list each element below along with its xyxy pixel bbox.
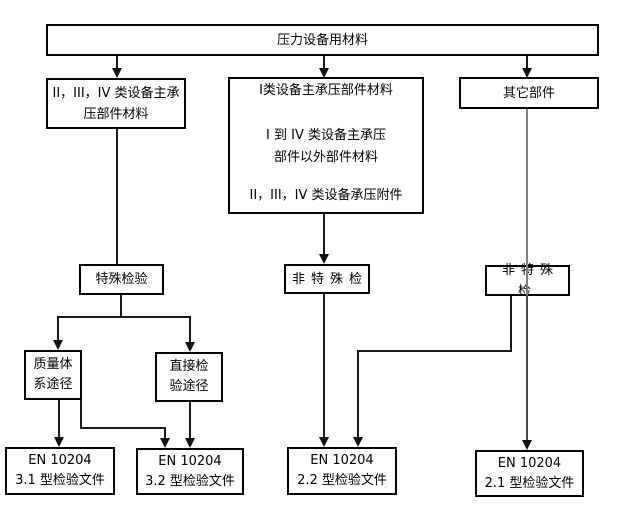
node-left-branch-line1: II，III，IV 类设备主承 [52,85,180,101]
node-en-31-line1: EN 10204 [28,453,92,468]
node-special-inspection: 特殊检验 [79,264,164,295]
connector-quality-en32-bar [80,427,166,429]
node-en-21: EN 10204 2.1 型检验文件 [475,450,584,497]
node-en-32-line2: 3.2 型检验文件 [145,473,235,489]
node-other-parts-label: 其它部件 [502,85,555,101]
node-mid-branch-line1: I类设备主承压部件材料 [259,83,393,98]
connector-left-special [116,129,118,264]
node-en-22-line1: EN 10204 [310,453,374,468]
node-quality-route-line2: 系途径 [33,377,73,392]
node-non-special-mid: 非特殊检 [284,264,370,294]
connector-special-direct-stem [189,316,191,342]
connector-en22-left-arrowhead-icon [319,437,329,447]
node-mid-branch-line3: 部件以外部件材料 [273,150,378,165]
connector-nonspecialright-en22-stem [357,350,359,437]
node-en-31: EN 10204 3.1 型检验文件 [5,447,115,495]
connector-quality-arrowhead-icon [53,340,63,350]
connector-root-other-stem [526,56,528,68]
node-en-21-line2: 2.1 型检验文件 [484,475,575,491]
node-quality-route-line1: 质量体 [33,357,73,372]
node-other-parts: 其它部件 [459,77,599,109]
connector-root-left-arrowhead-icon [112,68,122,78]
connector-quality-en32-stem [164,427,166,438]
connector-en32-left-arrowhead-icon [160,438,170,448]
node-root: 压力设备用材料 [46,24,599,56]
node-mid-branch: I类设备主承压部件材料 I 到 IV 类设备主承压 部件以外部件材料 II，II… [228,77,424,214]
node-direct-route: 直接检 验途径 [155,352,223,402]
node-en-22: EN 10204 2.2 型检验文件 [287,447,397,495]
connector-quality-en32-drop [80,400,82,429]
node-quality-route: 质量体 系途径 [24,350,82,400]
connector-mid-nonspecial-stem [323,214,325,254]
node-mid-branch-line2: I 到 IV 类设备主承压 [266,128,386,143]
connector-root-mid-arrowhead-icon [319,68,329,78]
node-non-special-mid-label: 非特殊检 [292,271,369,287]
node-en-31-line2: 3.1 型检验文件 [15,473,105,488]
connector-nonspecialright-en22-bar [357,350,512,352]
connector-root-other-arrowhead-icon [522,68,532,78]
connector-mid-nonspecial-arrowhead-icon [319,254,329,264]
node-en-22-line2: 2.2 型检验文件 [297,473,387,488]
connector-special-quality-stem [57,316,59,340]
connector-nonspecialmid-en22-stem [323,294,325,437]
connector-nonspecialright-en22-drop [510,296,512,352]
node-left-branch: II，III，IV 类设备主承 压部件材料 [46,78,186,129]
connector-special-split-bar [57,316,191,318]
node-en-21-line1: EN 10204 [497,455,562,471]
connector-direct-en32-stem [189,402,191,438]
connector-en32-right-arrowhead-icon [185,438,195,448]
connector-direct-arrowhead-icon [185,342,195,352]
connector-other-through-nonspecial [526,109,528,295]
connector-en21-arrowhead-icon [522,440,532,450]
node-en-32-line1: EN 10204 [158,453,222,469]
connector-en31-arrowhead-icon [54,437,64,447]
node-en-32: EN 10204 3.2 型检验文件 [136,448,244,495]
connector-nonspecialright-en21-stem [526,295,528,440]
node-direct-route-line1: 直接检 [169,359,209,374]
connector-quality-en31-stem [58,400,60,437]
connector-en22-right-arrowhead-icon [353,437,363,447]
connector-root-left-stem [116,56,118,68]
node-mid-branch-line4: II，III，IV 类设备承压附件 [249,188,403,203]
node-root-label: 压力设备用材料 [276,32,368,48]
node-special-inspection-label: 特殊检验 [95,272,148,287]
node-left-branch-line2: 压部件材料 [83,106,149,122]
connector-special-stem [120,295,122,318]
node-direct-route-line2: 验途径 [169,379,209,394]
connector-root-mid-stem [323,56,325,68]
